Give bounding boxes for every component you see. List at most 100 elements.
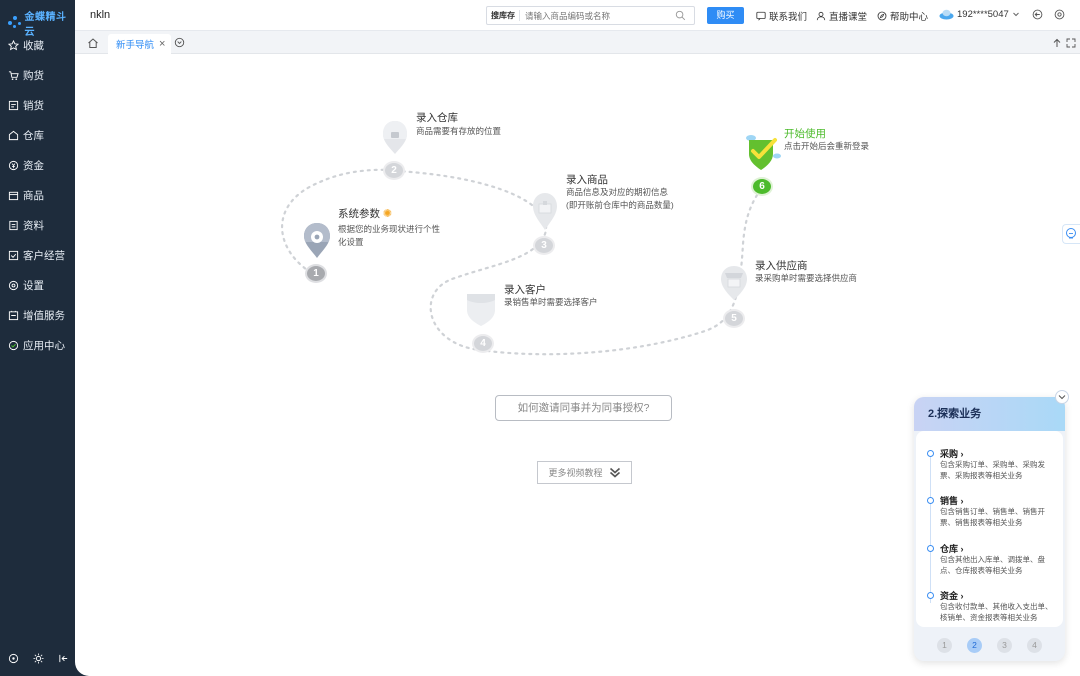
chevron-right-icon: › bbox=[960, 496, 964, 506]
avatar-icon bbox=[939, 9, 954, 20]
step-number-1: 1 bbox=[305, 264, 327, 283]
box-icon bbox=[8, 191, 19, 200]
step-desc-1: 根据您的业务现状进行个性化设置 bbox=[338, 224, 441, 247]
double-chevron-down-icon bbox=[609, 467, 620, 478]
sidebar-footer bbox=[8, 653, 69, 664]
sidebar-item-label: 增值服务 bbox=[23, 309, 65, 322]
search-category[interactable]: 搜库存 bbox=[487, 10, 520, 21]
page-button-4[interactable]: 4 bbox=[1027, 638, 1042, 653]
step-number-6: 6 bbox=[751, 177, 773, 196]
sidebar-item-warehouse[interactable]: 仓库 bbox=[0, 120, 75, 150]
help-center-label: 帮助中心 bbox=[890, 12, 929, 23]
tab-list-icon[interactable] bbox=[174, 37, 185, 48]
page-button-3[interactable]: 3 bbox=[997, 638, 1012, 653]
step-number-5: 5 bbox=[723, 309, 745, 328]
document-icon bbox=[9, 220, 18, 230]
chevron-down-icon bbox=[1058, 395, 1066, 400]
sidebar-item-label: 资料 bbox=[23, 219, 44, 232]
timeline-dot bbox=[927, 545, 934, 552]
start-check-icon[interactable] bbox=[741, 130, 785, 174]
search-icon[interactable] bbox=[675, 10, 686, 21]
panel-item-desc: 包含收付款单、其他收入支出单、核销单、资金报表等相关业务 bbox=[940, 602, 1053, 622]
back-icon[interactable] bbox=[1032, 9, 1043, 20]
sidebar-item-app-center[interactable]: 应用中心 bbox=[0, 330, 75, 360]
brightness-icon[interactable] bbox=[33, 653, 44, 664]
shop-name[interactable]: nkln bbox=[90, 9, 111, 21]
more-video-label: 更多视频教程 bbox=[548, 468, 603, 478]
brand-name: 金蝶精斗云 bbox=[24, 12, 67, 38]
collapse-sidebar-icon[interactable] bbox=[58, 653, 69, 664]
money-icon bbox=[8, 160, 19, 170]
panel-pager: 1 2 3 4 bbox=[914, 638, 1065, 653]
user-phone: 192****5047 bbox=[957, 8, 1009, 20]
step-title-1[interactable]: 系统参数 ✺ bbox=[338, 208, 393, 220]
step-title-2[interactable]: 录入仓库 bbox=[416, 112, 458, 124]
sidebar-item-customer[interactable]: 客户经营 bbox=[0, 240, 75, 270]
sidebar-item-settings[interactable]: 设置 bbox=[0, 270, 75, 300]
panel-item-desc: 包含其他出入库单、调拨单、盘点、仓库报表等相关业务 bbox=[940, 555, 1045, 575]
search-input[interactable] bbox=[520, 10, 660, 21]
warehouse-icon bbox=[8, 130, 19, 140]
sidebar-item-sales[interactable]: 销货 bbox=[0, 90, 75, 120]
brand-logo[interactable]: 金蝶精斗云 bbox=[8, 8, 75, 38]
sidebar-item-funds[interactable]: 资金 bbox=[0, 150, 75, 180]
top-bar: nkln 搜库存 购买 联系我们 直播课堂 帮助中心 192****5047 bbox=[75, 0, 1080, 31]
help-center-link[interactable]: 帮助中心 bbox=[877, 9, 928, 23]
supplier-step-icon[interactable] bbox=[719, 264, 749, 302]
settings-icon[interactable] bbox=[1054, 9, 1065, 20]
assistant-tab[interactable] bbox=[1062, 224, 1080, 244]
person-icon bbox=[816, 11, 826, 21]
goods-step-icon[interactable] bbox=[531, 192, 559, 232]
sidebar-item-label: 商品 bbox=[23, 189, 44, 202]
start-use-title[interactable]: 开始使用 bbox=[784, 128, 826, 140]
sidebar-item-purchase[interactable]: 购货 bbox=[0, 60, 75, 90]
chevron-right-icon: › bbox=[960, 449, 964, 459]
step-number-4: 4 bbox=[472, 334, 494, 353]
panel-collapse-button[interactable] bbox=[1055, 390, 1069, 404]
close-icon[interactable]: × bbox=[159, 38, 166, 50]
timeline-dot bbox=[927, 592, 934, 599]
live-class-link[interactable]: 直播课堂 bbox=[816, 9, 867, 23]
sidebar-item-label: 资金 bbox=[23, 159, 44, 172]
sidebar-item-favorites[interactable]: 收藏 bbox=[0, 30, 75, 60]
sidebar-item-value-added[interactable]: 增值服务 bbox=[0, 300, 75, 330]
service-icon bbox=[8, 310, 19, 320]
invite-colleague-button[interactable]: 如何邀请同事并为同事授权? bbox=[495, 395, 672, 421]
buy-button[interactable]: 购买 bbox=[707, 7, 744, 24]
timeline-line bbox=[930, 453, 931, 603]
chevron-right-icon: › bbox=[960, 544, 964, 554]
fullscreen-icon[interactable] bbox=[1066, 38, 1076, 48]
logo-icon bbox=[8, 16, 21, 30]
search-box: 搜库存 bbox=[486, 6, 695, 25]
chat-icon bbox=[756, 11, 766, 21]
user-menu[interactable]: 192****5047 bbox=[939, 8, 1020, 20]
sidebar-item-goods[interactable]: 商品 bbox=[0, 180, 75, 210]
sun-icon: ✺ bbox=[382, 208, 393, 220]
compass-icon bbox=[877, 11, 887, 21]
customer-step-icon[interactable] bbox=[463, 290, 499, 328]
page-button-1[interactable]: 1 bbox=[937, 638, 952, 653]
tab-new-user-guide[interactable]: 新手导航 × bbox=[108, 34, 171, 54]
contact-us-link[interactable]: 联系我们 bbox=[756, 9, 807, 23]
sidebar-item-label: 购货 bbox=[23, 69, 44, 82]
system-params-icon[interactable] bbox=[303, 222, 331, 260]
sync-icon[interactable] bbox=[8, 653, 19, 664]
sidebar-nav: 收藏 购货 销货 仓库 资金 商品 资料 客户经营 bbox=[0, 30, 75, 360]
page-button-2[interactable]: 2 bbox=[967, 638, 982, 653]
explore-business-panel: 2.探索业务 采购 › 包含采购订单、采购单、采购发票、采购报表等相关业务 销售… bbox=[914, 397, 1065, 661]
panel-item-desc: 包含销售订单、销售单、销售开票、销售报表等相关业务 bbox=[940, 507, 1045, 527]
tab-label: 新手导航 bbox=[116, 40, 155, 51]
more-video-button[interactable]: 更多视频教程 bbox=[537, 461, 632, 484]
customer-icon bbox=[8, 250, 19, 260]
lightbulb-icon bbox=[1066, 228, 1076, 239]
step-title-5[interactable]: 录入供应商 bbox=[755, 260, 808, 272]
step-title-3[interactable]: 录入商品 bbox=[566, 174, 608, 186]
step-title-4[interactable]: 录入客户 bbox=[504, 284, 546, 296]
panel-body: 采购 › 包含采购订单、采购单、采购发票、采购报表等相关业务 销售 › 包含销售… bbox=[916, 431, 1063, 627]
home-icon[interactable] bbox=[87, 37, 99, 49]
warehouse-step-icon[interactable] bbox=[381, 120, 409, 156]
step-desc-3: 商品信息及对应的期初信息(即开账前仓库中的商品数量) bbox=[566, 187, 674, 210]
arrow-up-icon[interactable] bbox=[1052, 38, 1062, 48]
sidebar-item-data[interactable]: 资料 bbox=[0, 210, 75, 240]
panel-title: 2.探索业务 bbox=[914, 397, 1065, 431]
